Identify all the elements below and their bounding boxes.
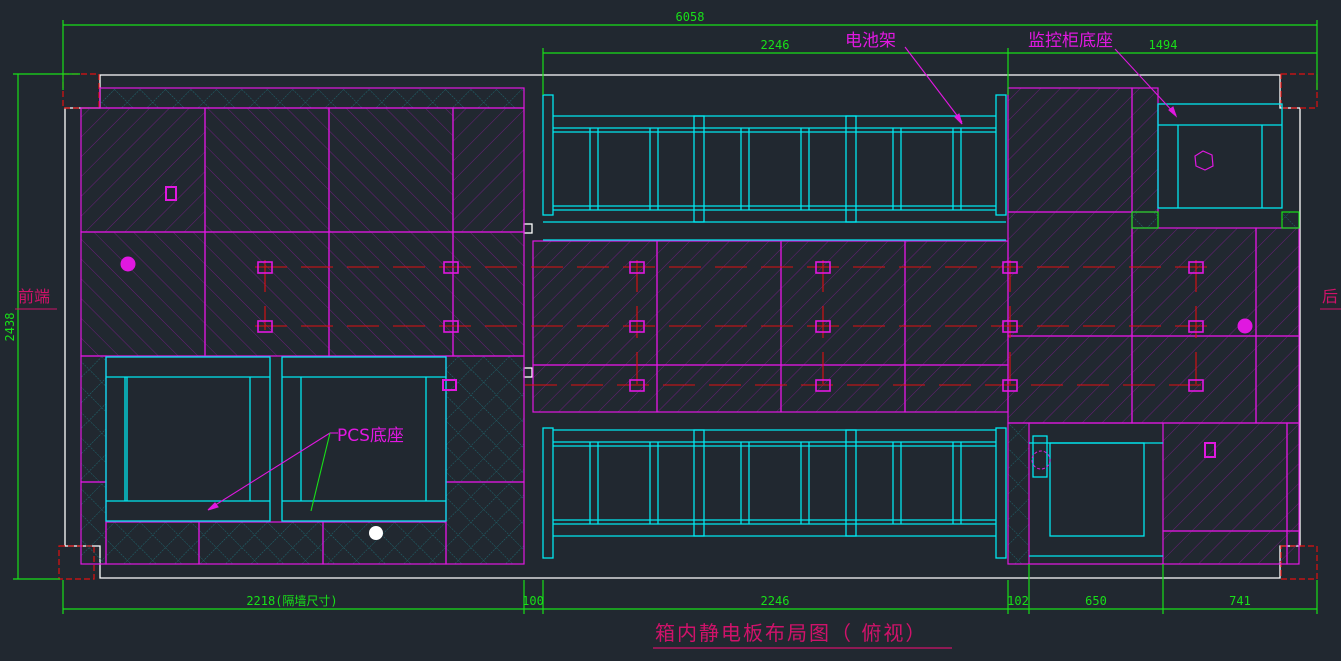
dim-bottom-gap-2: 102 bbox=[1007, 594, 1029, 608]
battery-rack-bottom bbox=[542, 427, 1007, 559]
label-pcs-base: PCS底座 bbox=[337, 426, 404, 446]
grounding-point bbox=[443, 320, 459, 333]
grounding-point bbox=[257, 320, 273, 333]
aux-port bbox=[1031, 450, 1051, 470]
cable-port bbox=[1194, 150, 1214, 171]
drawing-title: 箱内静电板布局图（ 俯视） bbox=[655, 621, 927, 645]
dimension-lines bbox=[13, 20, 1318, 614]
dim-top-right-span: 1494 bbox=[1149, 38, 1178, 52]
grounding-point bbox=[815, 261, 831, 274]
grounding-point bbox=[1002, 320, 1018, 333]
grounding-point bbox=[1002, 261, 1018, 274]
label-monitor-cabinet-base: 监控柜底座 bbox=[1028, 31, 1113, 51]
middle-static-panels bbox=[532, 240, 1009, 413]
grounding-point bbox=[815, 379, 831, 392]
monitor-cabinet-feet bbox=[1131, 211, 1300, 229]
pcs-leader-green bbox=[310, 432, 331, 512]
left-fixtures bbox=[120, 186, 457, 391]
grounding-point bbox=[257, 261, 273, 274]
grounding-point bbox=[1002, 379, 1018, 392]
dim-overall-width: 2438 bbox=[3, 313, 17, 342]
pcs-base-frames bbox=[105, 356, 447, 522]
monitor-cabinet-base bbox=[1157, 103, 1283, 209]
dim-top-battery-span: 2246 bbox=[761, 38, 790, 52]
grounding-point bbox=[629, 261, 645, 274]
leader-lines bbox=[207, 46, 1178, 511]
drain-fitting bbox=[369, 526, 383, 540]
aux-equipment-base bbox=[1029, 435, 1163, 557]
grounding-point bbox=[1188, 320, 1204, 333]
right-fixtures bbox=[1204, 318, 1253, 458]
label-battery-rack: 电池架 bbox=[845, 31, 896, 51]
grounding-point bbox=[815, 320, 831, 333]
grounding-centerlines bbox=[255, 260, 1210, 390]
dim-bottom-battery-span: 2246 bbox=[761, 594, 790, 608]
right-static-panels bbox=[1007, 87, 1300, 565]
dim-bottom-left-span: 2218(隔墙尺寸) bbox=[246, 594, 337, 608]
dim-bottom-right-span: 741 bbox=[1229, 594, 1251, 608]
label-front-end: 前端 bbox=[18, 287, 50, 306]
dim-overall-length: 6058 bbox=[676, 10, 705, 24]
battery-rack-top bbox=[542, 94, 1007, 241]
grounding-point bbox=[443, 261, 459, 274]
label-rear-end: 后 bbox=[1322, 287, 1338, 306]
grounding-points bbox=[257, 261, 1204, 392]
grounding-point bbox=[1188, 261, 1204, 274]
dim-bottom-mid-span: 650 bbox=[1085, 594, 1107, 608]
grounding-point bbox=[629, 320, 645, 333]
left-static-panels bbox=[80, 87, 525, 565]
grounding-point bbox=[1188, 379, 1204, 392]
grounding-point bbox=[629, 379, 645, 392]
dim-bottom-gap-1: 100 bbox=[522, 594, 544, 608]
